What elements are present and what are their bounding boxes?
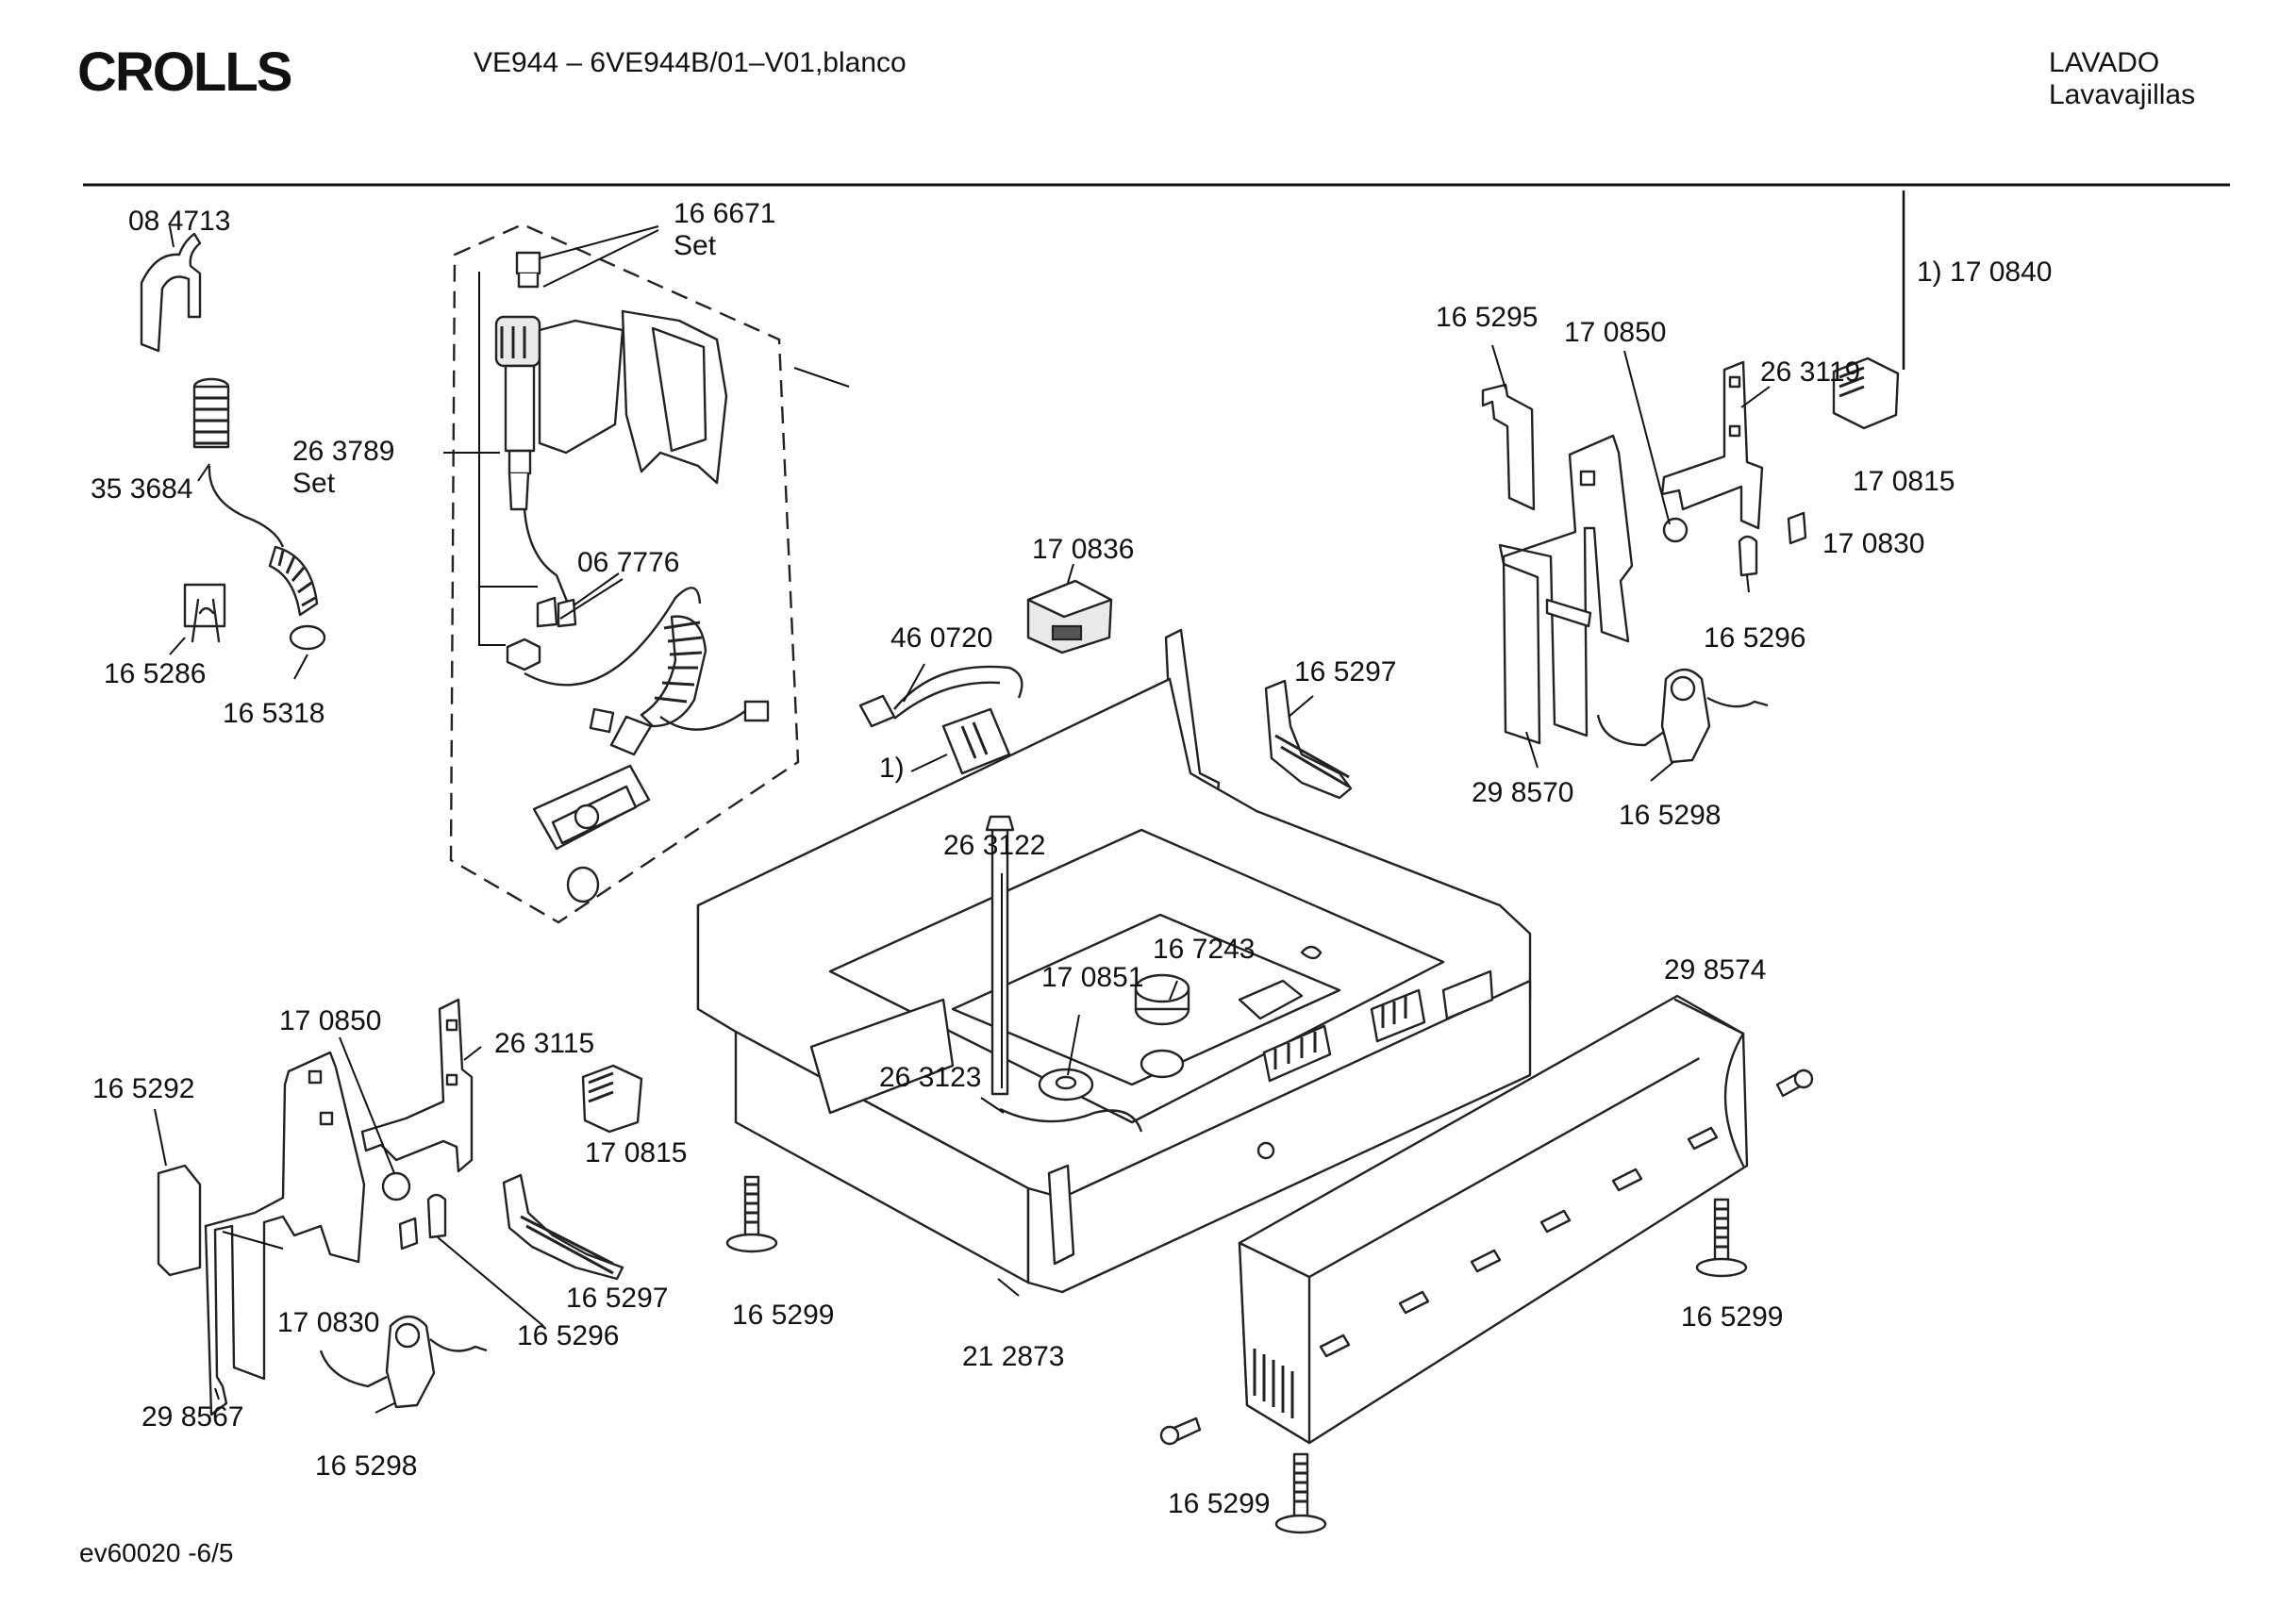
bracket-plate-left (204, 1051, 366, 1416)
callout-263115: 26 3115 (494, 1028, 594, 1059)
hose-clip-part (140, 232, 202, 353)
callout-263789: 26 3789 (292, 436, 394, 467)
callout-067776: 06 7776 (577, 547, 679, 578)
callout-165299-right: 16 5299 (1681, 1301, 1783, 1333)
small-clip-left (426, 1193, 447, 1239)
callout-165298-bottom: 16 5298 (315, 1450, 417, 1482)
screw-right (1775, 1069, 1814, 1098)
callout-298574: 29 8574 (1664, 954, 1766, 986)
spring-sleeve-part (192, 377, 230, 449)
callout-084713: 08 4713 (128, 206, 230, 237)
callout-170850-top: 17 0850 (1564, 317, 1666, 348)
brand-logo: CROLLS (77, 41, 291, 103)
callout-263123: 26 3123 (879, 1062, 981, 1093)
callout-170850-bottom: 17 0850 (279, 1005, 381, 1036)
callout-170830-bottom: 17 0830 (277, 1307, 379, 1338)
callout-165299-bottom: 16 5299 (1168, 1488, 1270, 1519)
control-module-part (532, 764, 651, 903)
callout-labels: 08 4713 35 3684 16 5286 16 5318 16 6671 … (91, 198, 1955, 1519)
adjustable-foot-mid (725, 1175, 778, 1253)
drawing-code: ev60020 -6/5 (79, 1538, 233, 1567)
adjustable-foot-bottom (1274, 1452, 1327, 1534)
callout-298567: 29 8567 (141, 1401, 243, 1433)
aquastop-block-left (502, 1173, 624, 1281)
callout-353684: 35 3684 (91, 473, 192, 505)
pump-housing-part (494, 251, 728, 628)
callout-165295: 16 5295 (1436, 302, 1538, 333)
adjustable-foot-right (1695, 1198, 1748, 1278)
filter-cartridge-part (1026, 579, 1113, 654)
small-switch-left (398, 1217, 419, 1251)
base-tub-part (696, 628, 1532, 1294)
bracket-plate-right (1498, 434, 1634, 745)
callout-166671: 16 6671 (674, 198, 775, 229)
drain-hose-part (208, 465, 326, 651)
section-title: LAVADO (2049, 47, 2159, 78)
plug-part-right (1662, 517, 1689, 543)
callout-167243: 16 7243 (1153, 934, 1255, 965)
callout-166671-set: Set (674, 230, 717, 261)
group-pointer-line (793, 367, 850, 388)
thermostat-sensor-right (1596, 668, 1769, 764)
section-subtitle: Lavavajillas (2049, 79, 2195, 110)
callout-165297-bottom: 16 5297 (566, 1283, 668, 1314)
callout-165296-top: 16 5296 (1704, 622, 1805, 654)
small-clip-right (1738, 535, 1758, 577)
side-strip-part-left (157, 1164, 202, 1277)
leader-lines (154, 225, 1771, 1414)
hose-clamp-part (183, 583, 226, 643)
callout-170815-top: 17 0815 (1853, 466, 1955, 497)
kick-plate-part (1238, 994, 1749, 1445)
callout-263122: 26 3122 (943, 830, 1045, 861)
screw-bottom (1159, 1416, 1202, 1446)
callout-165292: 16 5292 (92, 1073, 194, 1104)
callout-165318: 16 5318 (223, 698, 324, 729)
side-strip-part-right (1481, 383, 1536, 511)
callout-165286: 16 5286 (104, 658, 206, 689)
callout-298570: 29 8570 (1472, 777, 1573, 808)
model-title: VE944 – 6VE944B/01–V01,blanco (474, 47, 907, 78)
pump-assembly-group-outline (449, 223, 800, 924)
small-switch-right (1787, 511, 1807, 545)
callout-460720: 46 0720 (890, 622, 992, 654)
callout-170815-bottom: 17 0815 (585, 1137, 687, 1168)
relay-part-right (1832, 356, 1900, 430)
angle-bracket-left (360, 998, 474, 1173)
callout-165298-top: 16 5298 (1619, 800, 1721, 831)
callout-165299-mid: 16 5299 (732, 1300, 834, 1331)
callout-263789-set: Set (292, 468, 336, 499)
callout-263119: 26 3119 (1760, 356, 1860, 388)
plug-part-left (381, 1171, 411, 1201)
nut-part (506, 638, 541, 671)
callout-165297-top: 16 5297 (1294, 656, 1396, 688)
angle-bracket-right (1660, 360, 1764, 530)
footnote-text: 1) 17 0840 (1917, 257, 2052, 288)
aquastop-block-right (1264, 679, 1353, 800)
heater-hose-part (524, 587, 770, 756)
connector-cable-part (858, 665, 1023, 775)
relay-part-left (581, 1064, 643, 1134)
callout-1-marker: 1) (879, 753, 905, 784)
callout-165296-bottom: 16 5296 (517, 1320, 619, 1351)
callout-170830-top: 17 0830 (1822, 528, 1924, 559)
callout-170836: 17 0836 (1032, 534, 1134, 565)
callout-170851: 17 0851 (1041, 962, 1143, 993)
thermostat-sensor-left (319, 1315, 488, 1409)
callout-212873: 21 2873 (962, 1341, 1064, 1372)
